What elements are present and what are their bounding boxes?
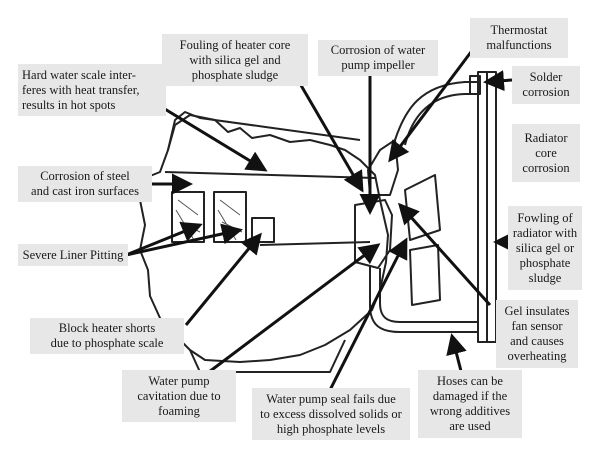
radiator-cap: [469, 75, 481, 95]
label-seal-fails: Water pump seal fails due to excess diss…: [252, 388, 410, 440]
label-gel-insulates: Gel insulates fan sensor and causes over…: [496, 300, 578, 368]
fan-blade-lower: [409, 244, 441, 306]
label-hard-water-scale: Hard water scale inter- feres with heat …: [18, 64, 166, 116]
label-thermostat: Thermostat malfunctions: [470, 18, 568, 58]
pump-shaft: [259, 241, 371, 246]
arrow-solder: [483, 70, 513, 92]
arrow-seal: [328, 237, 408, 391]
label-solder-corrosion: Solder corrosion: [512, 66, 580, 104]
label-fouling-heater-core: Fouling of heater core with silica gel a…: [162, 34, 308, 86]
arrow-liner-2: [125, 223, 243, 257]
arrow-thermostat: [388, 39, 482, 163]
arrow-liner-1: [125, 222, 203, 257]
thermostat-housing: [367, 139, 399, 196]
label-hoses: Hoses can be damaged if the wrong additi…: [418, 370, 522, 438]
arrow-hoses: [446, 333, 467, 376]
oil-pan: [189, 339, 346, 373]
arrow-cavitation: [204, 243, 381, 377]
arrow-heater-core: [293, 74, 364, 193]
lower-hose-inner: [379, 268, 478, 323]
lower-hose: [369, 265, 478, 333]
cylinder-head-line: [164, 171, 376, 179]
label-block-heater: Block heater shorts due to phosphate sca…: [30, 318, 184, 354]
label-cavitation: Water pump cavitation due to foaming: [122, 370, 236, 422]
arrow-gel-fan: [397, 202, 492, 307]
label-steel-iron: Corrosion of steel and cast iron surface…: [18, 166, 152, 202]
label-liner-pitting: Severe Liner Pitting: [18, 244, 128, 266]
arrow-hard-water: [149, 98, 268, 172]
arrow-block-heater: [184, 232, 262, 326]
label-radiator-core: Radiator core corrosion: [512, 124, 580, 182]
label-fowling-radiator: Fowling of radiator with silica gel or p…: [508, 206, 582, 290]
block-heater: [251, 217, 275, 243]
upper-hose: [394, 81, 480, 141]
valve-cover: [167, 111, 361, 151]
label-water-pump-impeller: Corrosion of water pump impeller: [318, 40, 438, 76]
